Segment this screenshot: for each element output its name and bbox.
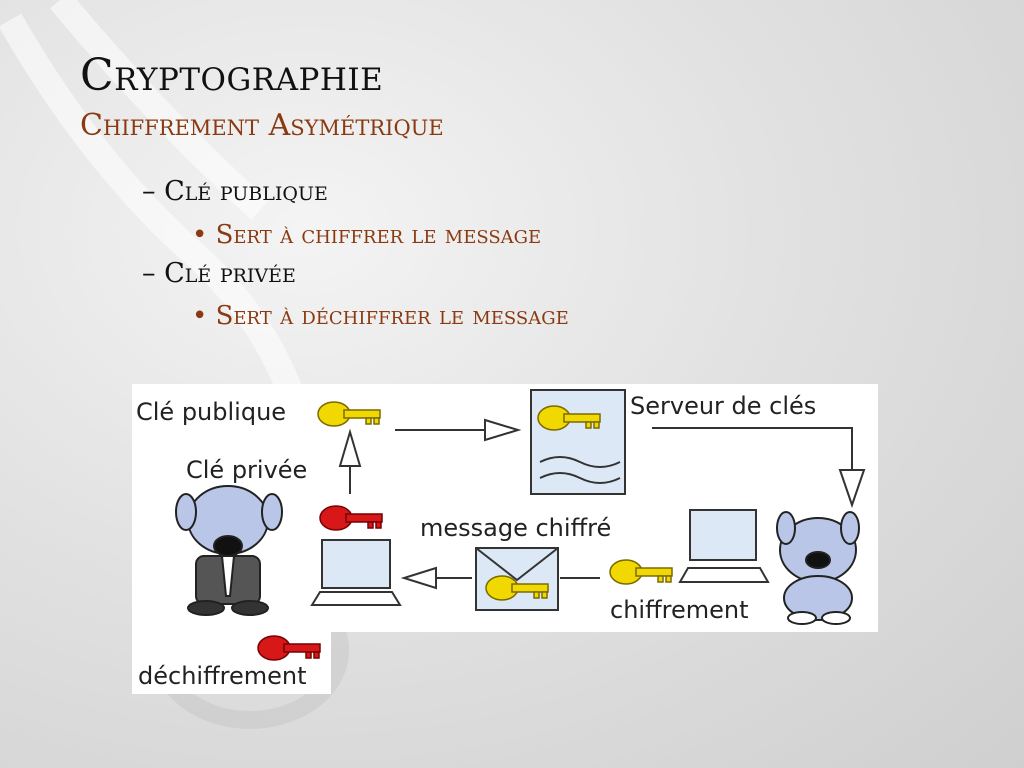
arrow-up-icon [338, 428, 362, 494]
label-encrypted-message: message chiffré [420, 514, 612, 542]
bullet-private-key-sub: Sert à déchiffrer le message [215, 301, 569, 331]
public-key-icon [317, 401, 381, 427]
computer-left-icon [310, 539, 402, 606]
slide-subtitle: Chiffrement Asymétrique [80, 108, 444, 143]
computer-right-icon [678, 509, 770, 583]
bullet-private-key-desc: • Sert à déchiffrer le message [192, 301, 569, 331]
label-decryption: déchiffrement [138, 662, 307, 690]
bullet-public-key-label: Clé publique [164, 176, 328, 207]
bullet-public-key-desc: • Sert à chiffrer le message [192, 220, 542, 250]
label-key-server: Serveur de clés [630, 392, 817, 420]
label-encryption: chiffrement [610, 596, 749, 624]
sender-character-icon [776, 511, 860, 625]
arrow-down-icon [652, 427, 866, 509]
label-private-key: Clé privée [186, 456, 308, 484]
arrow-right-icon [395, 418, 522, 442]
key-server-icon [530, 389, 626, 495]
encryption-key-icon [609, 559, 673, 585]
envelope-icon [475, 547, 559, 611]
decryption-key-icon [257, 635, 321, 661]
slide-title: Cryptographie [80, 50, 384, 101]
bullet-public-key: – Clé publique [142, 176, 328, 207]
diagram-panel-extension [132, 632, 331, 694]
label-public-key: Clé publique [136, 398, 287, 426]
arrow-left-icon [400, 566, 600, 590]
receiver-character-icon [175, 485, 283, 616]
bullet-private-key-label: Clé privée [164, 258, 296, 289]
private-key-icon [319, 505, 383, 531]
bullet-private-key: – Clé privée [142, 258, 296, 289]
bullet-public-key-sub: Sert à chiffrer le message [215, 220, 542, 250]
